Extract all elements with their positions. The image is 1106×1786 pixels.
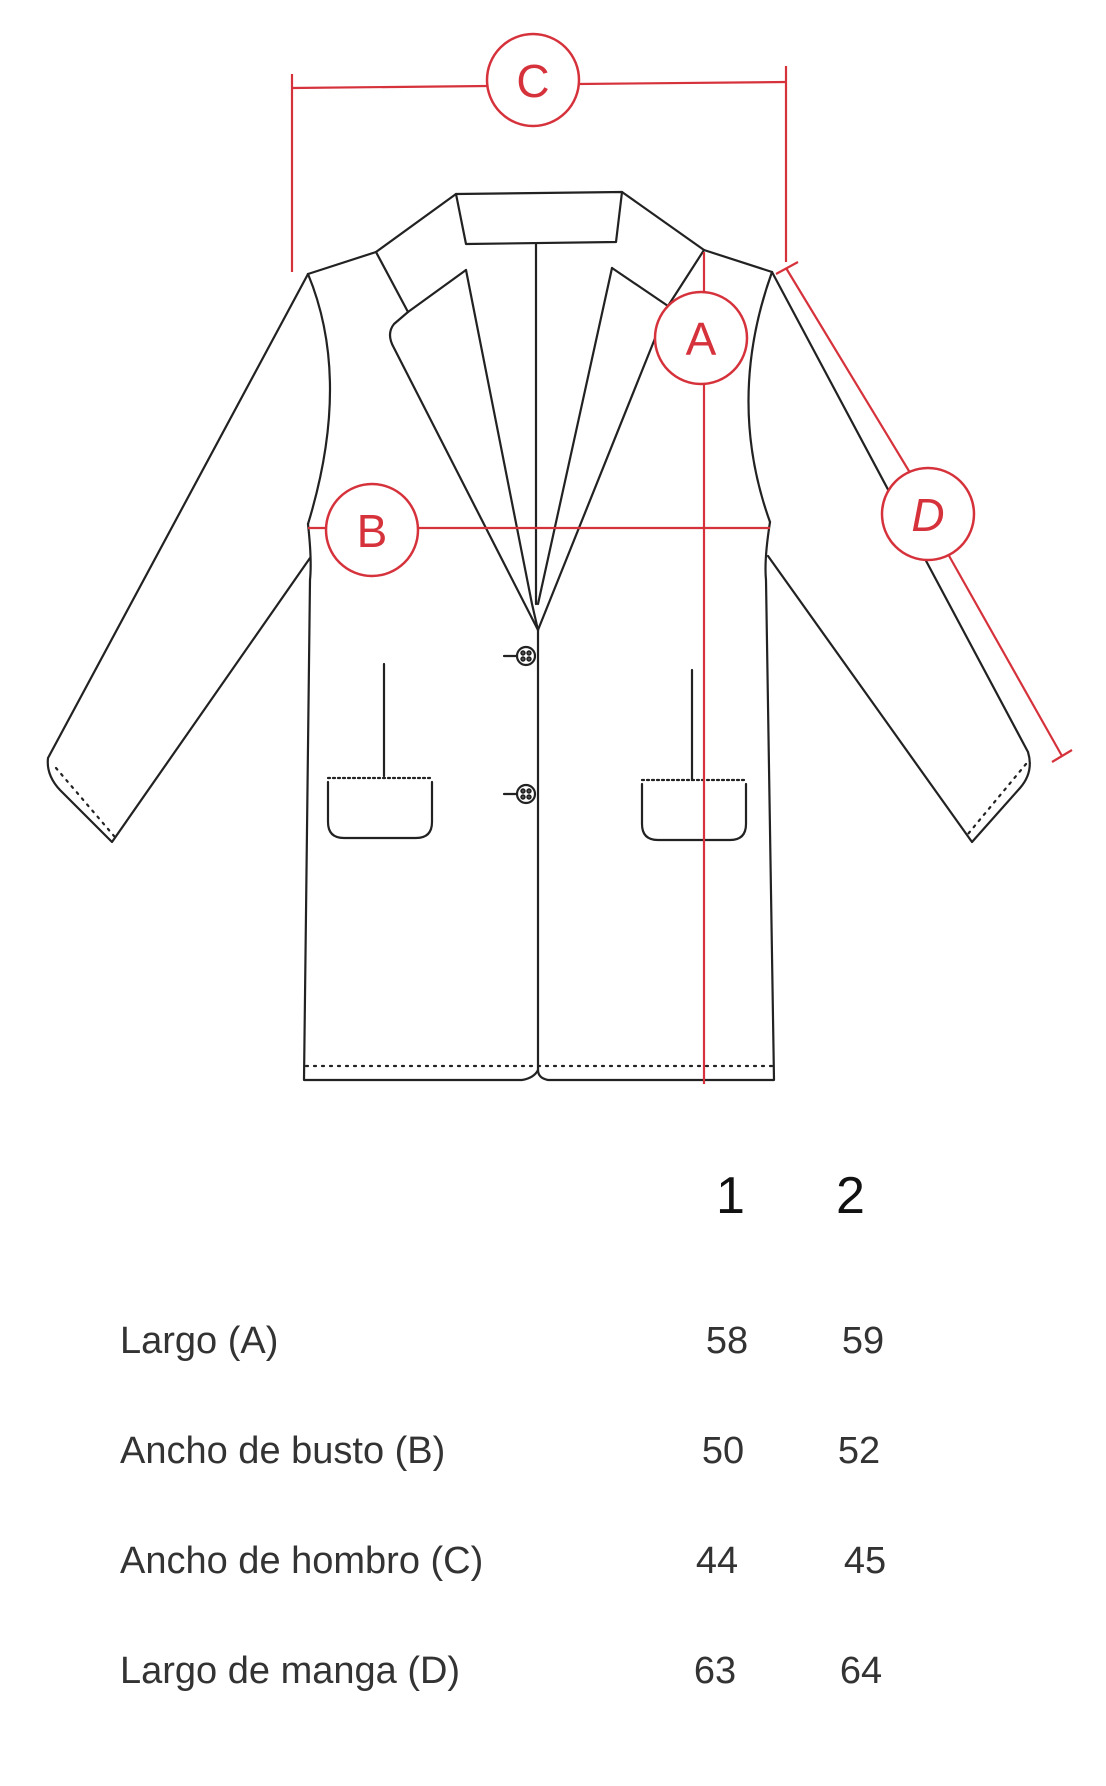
button-bottom	[502, 783, 537, 805]
left-sleeve	[46, 272, 312, 844]
table-row-largo: Largo (A) 58 59	[0, 1320, 1106, 1380]
table-row-ancho-busto: Ancho de busto (B) 50 52	[0, 1430, 1106, 1490]
size-1-label: 1	[716, 1167, 745, 1225]
table-row-largo-manga: Largo de manga (D) 63 64	[0, 1650, 1106, 1710]
left-armhole	[306, 272, 332, 526]
right-armhole	[747, 270, 774, 524]
table-row-ancho-hombro: Ancho de hombro (C) 44 45	[0, 1540, 1106, 1600]
collar-back	[374, 190, 706, 254]
row-value-size-1: 50	[701, 1430, 745, 1472]
marker-c-letter: C	[516, 55, 549, 107]
measure-line-c	[291, 80, 787, 90]
left-cuff-stitching	[54, 766, 116, 838]
right-lapel-inner	[536, 266, 614, 606]
marker-b: B	[324, 482, 420, 578]
jacket-measurement-diagram: C A B D	[46, 32, 1073, 1084]
row-value-size-1: 63	[693, 1650, 737, 1692]
measure-tick-d-top	[775, 261, 799, 275]
row-value-size-1: 44	[695, 1540, 739, 1582]
right-body-side	[536, 520, 776, 1082]
jacket-outline	[46, 190, 1031, 1082]
right-pocket	[640, 782, 748, 842]
right-shoulder	[702, 248, 774, 274]
marker-d: D	[880, 466, 976, 562]
row-value-size-2: 64	[839, 1650, 883, 1692]
jacket-diagram-svg: C A B D	[46, 32, 1073, 1084]
marker-c: C	[485, 32, 581, 128]
marker-b-letter: B	[357, 505, 388, 557]
measurement-lines	[290, 66, 1073, 1084]
left-lapel	[388, 310, 540, 632]
row-label: Ancho de hombro (C)	[120, 1540, 484, 1582]
marker-a: A	[653, 290, 749, 386]
row-value-size-2: 45	[843, 1540, 887, 1582]
button-top	[502, 645, 537, 667]
left-body-side	[302, 522, 540, 1082]
neck-band	[454, 190, 624, 246]
left-pocket	[326, 780, 434, 840]
collar-left	[374, 250, 468, 314]
row-value-size-2: 52	[837, 1430, 881, 1472]
size-2-label: 2	[836, 1167, 865, 1225]
measure-line-d	[785, 267, 1063, 757]
row-label: Ancho de busto (B)	[120, 1430, 446, 1472]
marker-a-letter: A	[686, 313, 717, 365]
right-lapel	[536, 304, 670, 632]
row-label: Largo (A)	[120, 1320, 279, 1362]
right-sleeve	[766, 270, 1031, 844]
row-value-size-1: 58	[705, 1320, 749, 1362]
row-label: Largo de manga (D)	[120, 1650, 461, 1692]
right-cuff-stitching	[966, 762, 1028, 836]
left-lapel-inner	[464, 268, 540, 632]
marker-d-letter: D	[911, 489, 944, 541]
left-shoulder	[306, 250, 378, 276]
row-value-size-2: 59	[841, 1320, 885, 1362]
size-header: 1 2	[0, 1170, 1106, 1250]
measure-tick-d-bottom	[1051, 749, 1073, 763]
